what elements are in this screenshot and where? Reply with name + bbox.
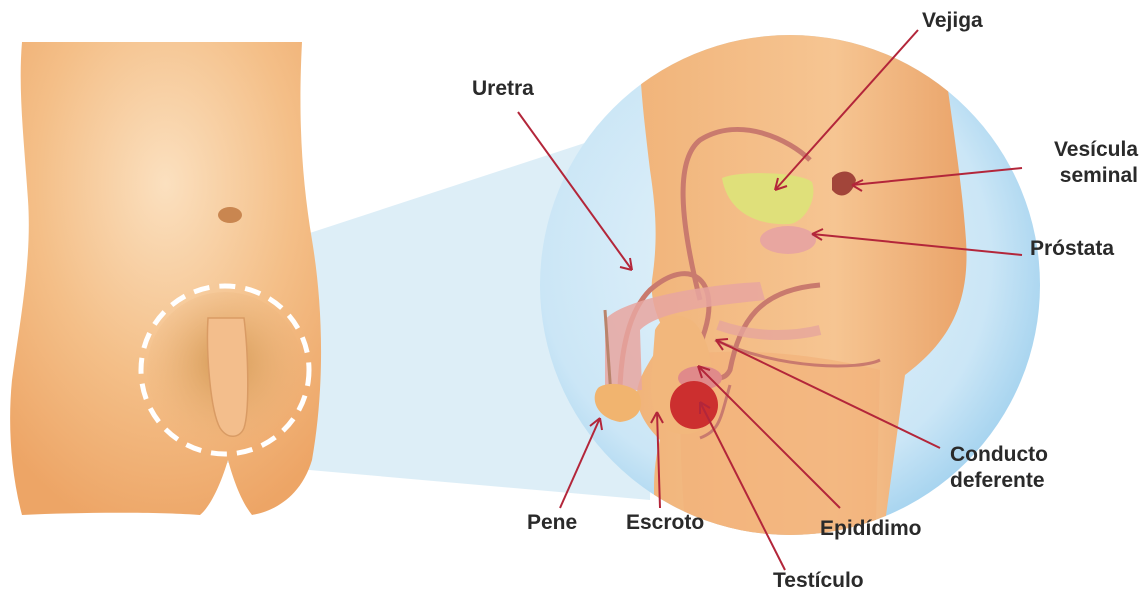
front-body bbox=[10, 42, 321, 515]
label-pene: Pene bbox=[527, 510, 577, 536]
navel bbox=[218, 207, 242, 223]
label-vesicula-seminal: Vesícula seminal bbox=[1010, 137, 1138, 189]
label-conducto-line1: Conducto bbox=[950, 442, 1048, 468]
label-vesicula-line1: Vesícula bbox=[1010, 137, 1138, 163]
label-escroto: Escroto bbox=[626, 510, 704, 536]
label-vejiga: Vejiga bbox=[922, 8, 983, 34]
label-conducto-deferente: Conducto deferente bbox=[950, 442, 1048, 494]
label-prostata: Próstata bbox=[1030, 236, 1114, 262]
label-testiculo: Testículo bbox=[773, 568, 864, 594]
prostate-shape bbox=[760, 226, 816, 254]
label-epididimo: Epidídimo bbox=[820, 516, 922, 542]
label-conducto-line2: deferente bbox=[950, 468, 1048, 494]
label-vesicula-line2: seminal bbox=[1010, 163, 1138, 189]
label-uretra: Uretra bbox=[472, 76, 534, 102]
